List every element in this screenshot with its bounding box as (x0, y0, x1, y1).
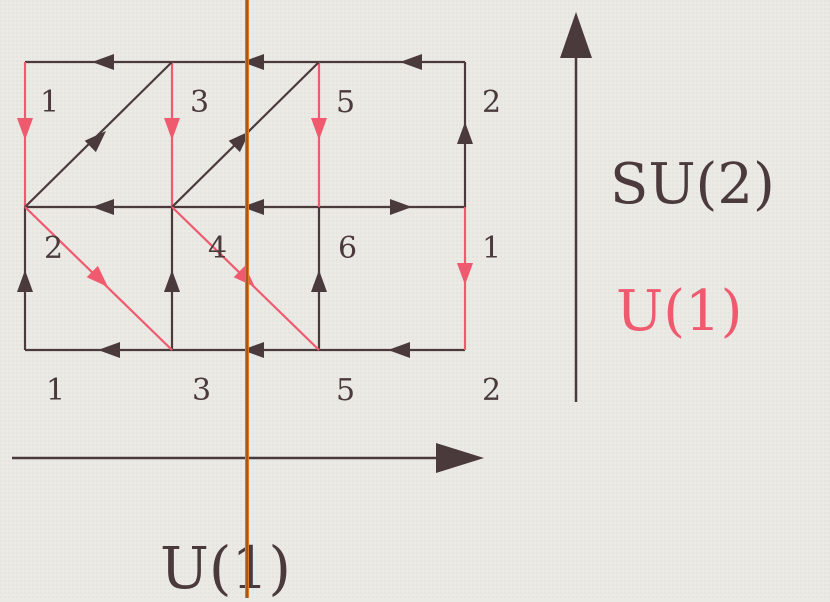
edge-arrowhead-14-icon (17, 270, 33, 292)
edge-label-2: 3 (192, 373, 211, 408)
edge-arrowhead-16-icon (311, 270, 327, 292)
horizontal-axis-label: U(1) (160, 534, 291, 598)
face-label-top-3: 5 (336, 85, 355, 120)
face-label-top-2: 3 (190, 85, 209, 120)
edge-arrowhead-10-icon (17, 118, 33, 140)
edge-arrowhead-5-icon (242, 199, 264, 215)
edge-label-4: 2 (482, 373, 501, 408)
legend-su2: SU(2) (610, 152, 775, 217)
edge-arrowhead-15-icon (164, 270, 180, 292)
face-label-bottom-1: 2 (44, 231, 63, 266)
edge-arrowhead-3-icon (400, 54, 422, 70)
edge-arrowhead-1-icon (92, 54, 114, 70)
edge-arrowhead-9-icon (388, 342, 410, 358)
edge-arrowhead-18-icon (84, 131, 106, 153)
face-label-bottom-4: 1 (482, 231, 501, 266)
horizontal-axis-arrowhead-icon (436, 443, 484, 473)
vertical-axis-arrowhead-icon (560, 12, 592, 58)
edge-arrowhead-6-icon (390, 199, 412, 215)
edge-label-1: 1 (46, 373, 65, 408)
face-label-top-1: 1 (40, 85, 59, 120)
edge-arrowhead-19-icon (228, 131, 250, 153)
edge-arrowhead-11-icon (164, 118, 180, 140)
edge-arrowhead-20-icon (86, 265, 108, 287)
edge-arrowhead-7-icon (98, 342, 120, 358)
edge-arrowheads (17, 54, 473, 358)
edge-arrowhead-13-icon (457, 122, 473, 144)
edge-label-3: 5 (336, 373, 355, 408)
edge-arrowhead-8-icon (242, 342, 264, 358)
face-label-bottom-2: 4 (208, 231, 227, 266)
edge-arrowhead-2-icon (242, 54, 264, 70)
edge-arrowhead-4-icon (92, 199, 114, 215)
edge-arrowhead-17-icon (457, 263, 473, 285)
edge-arrowhead-12-icon (311, 118, 327, 140)
face-label-bottom-3: 6 (338, 231, 357, 266)
legend-u1: U(1) (616, 279, 743, 344)
edge-arrowhead-21-icon (233, 265, 255, 287)
face-label-top-4: 2 (482, 85, 501, 120)
